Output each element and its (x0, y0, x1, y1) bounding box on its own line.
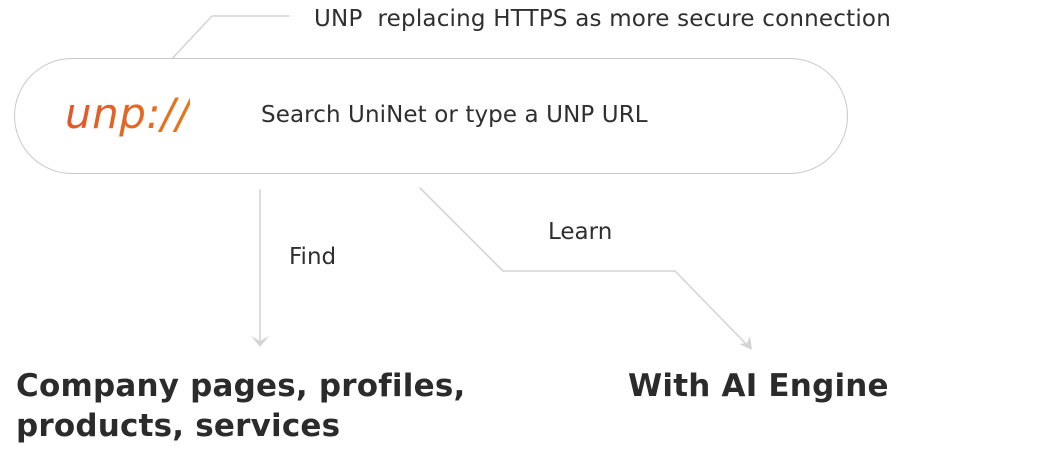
learn-arrowhead (739, 336, 752, 350)
find-result-heading: Company pages, profiles, products, servi… (16, 368, 466, 444)
find-label: Find (289, 244, 337, 270)
search-bar[interactable]: unp:// Search UniNet or type a UNP URL (14, 58, 848, 174)
learn-label: Learn (548, 219, 613, 245)
learn-result-heading: With AI Engine (628, 368, 889, 404)
unp-scheme-logo: unp:// (65, 89, 191, 138)
callout-text: UNP replacing HTTPS as more secure conne… (314, 6, 891, 32)
callout-leader-line (153, 15, 290, 79)
learn-connector-line (419, 187, 749, 347)
search-placeholder: Search UniNet or type a UNP URL (261, 102, 648, 128)
find-arrowhead (251, 336, 269, 347)
